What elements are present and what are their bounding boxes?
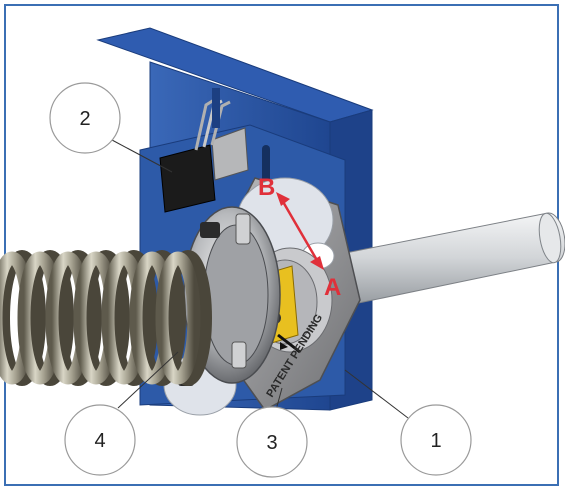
callout-4: 4 bbox=[64, 404, 136, 476]
spring-coil bbox=[155, 251, 201, 385]
callout-3-label: 3 bbox=[266, 432, 277, 454]
travel-arrow bbox=[276, 192, 324, 270]
spring-coil-back bbox=[164, 250, 212, 386]
spring-coil-back bbox=[138, 250, 186, 386]
callout-3: 3 bbox=[236, 406, 308, 478]
callout-2-label: 2 bbox=[79, 108, 90, 130]
spring-coil-back bbox=[82, 250, 130, 386]
spring-coil-back bbox=[0, 250, 46, 386]
callout-1-label: 1 bbox=[430, 430, 441, 452]
spring-coil-back bbox=[54, 250, 102, 386]
callout-4-label: 4 bbox=[94, 430, 105, 452]
callout-1: 1 bbox=[400, 404, 472, 476]
label-point-b: B bbox=[258, 174, 275, 201]
label-point-a: A bbox=[324, 274, 341, 301]
callout-leaders bbox=[111, 139, 409, 419]
torsion-spring bbox=[0, 250, 212, 386]
callout-2: 2 bbox=[49, 82, 121, 154]
micro-switch bbox=[159, 88, 249, 213]
spring-coil-back bbox=[26, 250, 74, 386]
spring-coil-back bbox=[110, 250, 158, 386]
shaft bbox=[299, 212, 565, 313]
